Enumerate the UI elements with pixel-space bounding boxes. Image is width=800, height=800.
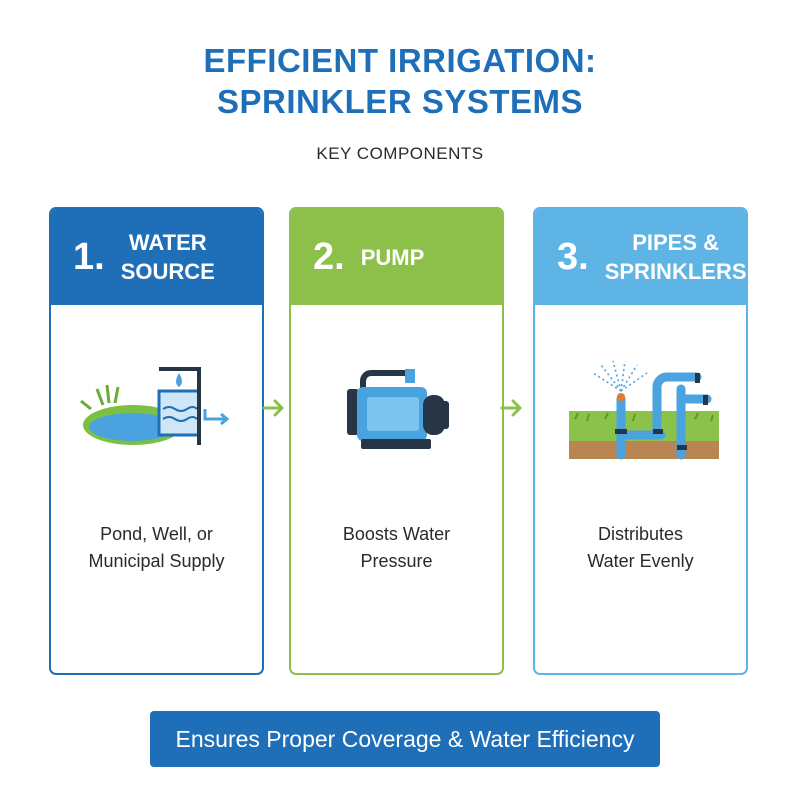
step-description: Distributes Water Evenly bbox=[535, 521, 746, 575]
step-header: 1. WATER SOURCE bbox=[51, 209, 262, 305]
step-description: Pond, Well, or Municipal Supply bbox=[51, 521, 262, 575]
step-title: PUMP bbox=[361, 243, 425, 272]
step-header: 2. PUMP bbox=[291, 209, 502, 305]
step-title-line-2: SPRINKLERS bbox=[604, 259, 747, 284]
subtitle: KEY COMPONENTS bbox=[316, 144, 484, 163]
step-number: 2. bbox=[313, 235, 345, 278]
step-card-pipes-sprinklers: 3. PIPES & SPRINKLERS Distributes Water … bbox=[533, 207, 748, 675]
step-description-line-1: Boosts Water bbox=[342, 524, 451, 544]
step-card-pump: 2. PUMP Boosts Water Pressure bbox=[289, 207, 504, 675]
arrow-right-icon bbox=[500, 399, 522, 417]
step-description: Boosts Water Pressure bbox=[291, 521, 502, 575]
footer-banner: Ensures Proper Coverage & Water Efficien… bbox=[150, 711, 660, 767]
step-description-line-2: Water Evenly bbox=[587, 551, 694, 571]
step-title: WATER SOURCE bbox=[121, 228, 215, 286]
arrow-right-icon bbox=[262, 399, 284, 417]
step-description-line-1: Distributes bbox=[597, 524, 684, 544]
step-title: PIPES & SPRINKLERS bbox=[604, 228, 747, 286]
water-pump-icon bbox=[347, 369, 449, 449]
step-card-water-source: 1. WATER SOURCE Pond, Well, or Municipal… bbox=[49, 207, 264, 675]
step-title-line-1: PIPES & bbox=[632, 230, 719, 255]
step-title-line-2: SOURCE bbox=[120, 259, 215, 284]
step-title-line-1: PUMP bbox=[360, 244, 425, 270]
title-line-1: EFFICIENT IRRIGATION: bbox=[203, 42, 597, 79]
pond-water-source-icon bbox=[80, 367, 230, 445]
title-line-2: SPRINKLER SYSTEMS bbox=[216, 83, 584, 120]
step-number: 1. bbox=[73, 235, 105, 278]
step-title-line-1: WATER bbox=[128, 230, 207, 255]
page-title: EFFICIENT IRRIGATION: SPRINKLER SYSTEMS bbox=[0, 40, 800, 122]
step-description-line-2: Pressure bbox=[360, 551, 433, 571]
step-header: 3. PIPES & SPRINKLERS bbox=[535, 209, 746, 305]
pipes-sprinkler-icon bbox=[569, 360, 719, 460]
step-number: 3. bbox=[557, 235, 589, 278]
step-description-line-1: Pond, Well, or bbox=[100, 524, 213, 544]
step-description-line-2: Municipal Supply bbox=[88, 551, 225, 571]
